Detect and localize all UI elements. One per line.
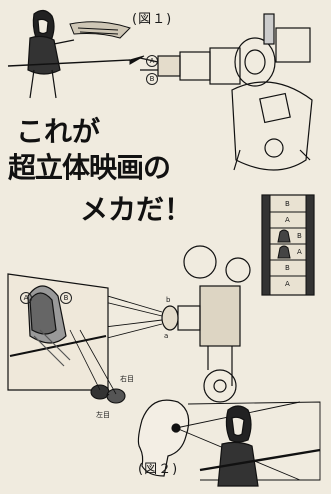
3d-glasses <box>69 329 126 404</box>
frame-label: B <box>285 264 290 272</box>
headline-line-3: メカだ！ <box>80 193 193 226</box>
figure-1-label: (図１) <box>132 12 173 27</box>
headline-line-1: これが <box>16 115 101 148</box>
screen-b-label: B <box>60 292 72 304</box>
frame-label: A <box>285 280 290 288</box>
projector-middle <box>161 245 251 403</box>
lens-a-marker: A <box>146 48 158 67</box>
lens-b-label: B <box>146 73 158 85</box>
screen-a-label: A <box>20 292 32 304</box>
lens-a-lower-label: a <box>164 332 169 340</box>
right-eye-label: 右目 <box>120 375 134 383</box>
frame-label: A <box>285 216 290 224</box>
projector-top <box>139 13 313 171</box>
left-eye-label: 左目 <box>96 411 110 419</box>
lens-b-lower-label: b <box>166 296 171 304</box>
lens-b-marker: B <box>146 66 158 85</box>
figure-2-label: (図２) <box>138 462 179 477</box>
headline-line-2: 超立体映画の <box>8 151 171 184</box>
viewer-head <box>137 399 190 477</box>
spear-top <box>7 21 145 67</box>
samurai-figure-bottom <box>199 405 321 487</box>
samurai-figure-top <box>27 9 75 99</box>
frame-label: A <box>297 248 302 256</box>
screen-b-marker: B <box>60 285 72 304</box>
screen-a-marker: A <box>20 285 32 304</box>
frame-label: B <box>297 232 302 240</box>
lens-a-label: A <box>146 55 158 67</box>
film-strip <box>261 194 315 296</box>
frame-label: B <box>285 200 290 208</box>
